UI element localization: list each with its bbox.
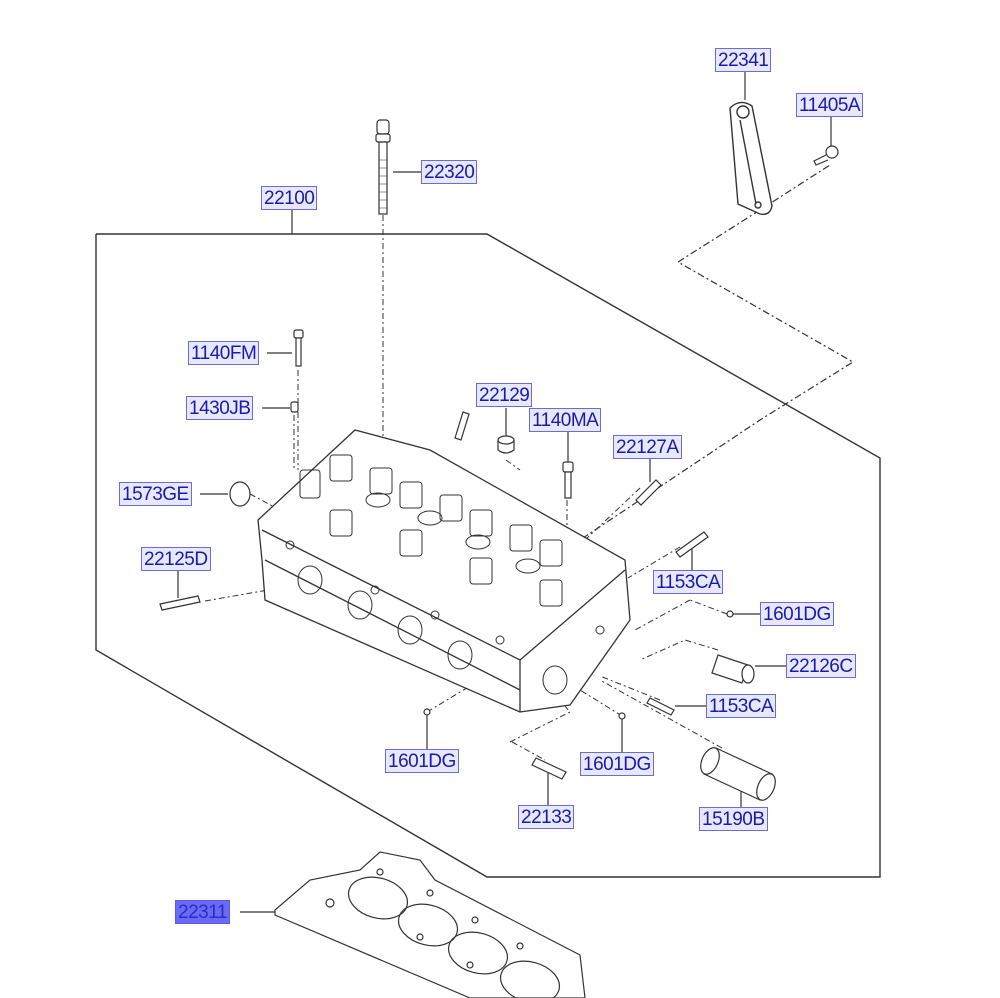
cylinder-head-part-22100 bbox=[257, 429, 631, 713]
callout-1601dg-b[interactable]: 1601DG bbox=[385, 749, 459, 773]
callout-11405a[interactable]: 11405A bbox=[796, 93, 864, 117]
pin-part-1601dg-a bbox=[726, 610, 734, 618]
callout-22126c[interactable]: 22126C bbox=[786, 654, 856, 678]
callout-22100[interactable]: 22100 bbox=[261, 186, 318, 210]
head-bolt-part-22320 bbox=[375, 119, 391, 215]
bolt-part-1140fm bbox=[293, 329, 304, 367]
callout-1573ge[interactable]: 1573GE bbox=[119, 482, 192, 506]
tappet-part-15190b bbox=[700, 747, 776, 801]
callout-22133[interactable]: 22133 bbox=[518, 805, 575, 829]
callout-1601dg-a[interactable]: 1601DG bbox=[760, 602, 834, 626]
plug-part-22129 bbox=[497, 435, 515, 454]
stud-part-1153ca-b bbox=[646, 697, 675, 716]
bracket-part-22341 bbox=[729, 101, 773, 216]
callout-22320[interactable]: 22320 bbox=[421, 160, 478, 184]
callout-22311-selected[interactable]: 22311 bbox=[175, 900, 230, 924]
callout-1153ca-b[interactable]: 1153CA bbox=[706, 694, 777, 718]
bracket-dashed-guide bbox=[579, 209, 855, 541]
assembly-guides bbox=[204, 215, 728, 761]
sleeve-part-22126c bbox=[711, 654, 755, 684]
stud-part-22127a bbox=[635, 479, 662, 506]
callout-15190b[interactable]: 15190B bbox=[699, 807, 768, 831]
stud-part-22125d bbox=[159, 595, 201, 611]
callout-22341[interactable]: 22341 bbox=[715, 48, 772, 72]
pin-part-1601dg-c bbox=[618, 712, 626, 720]
callout-1140fm[interactable]: 1140FM bbox=[188, 341, 260, 365]
head-gasket-part-22311 bbox=[274, 851, 586, 998]
callout-22129[interactable]: 22129 bbox=[476, 383, 533, 407]
pin-part-1601dg-b bbox=[423, 708, 431, 716]
bolt-part-11405a bbox=[813, 145, 839, 166]
plug-part-1573ge bbox=[229, 481, 251, 507]
callout-1430jb[interactable]: 1430JB bbox=[186, 396, 254, 420]
callout-1153ca-a[interactable]: 1153CA bbox=[653, 570, 724, 594]
dowel-part-22133 bbox=[531, 757, 567, 780]
callout-22127a[interactable]: 22127A bbox=[613, 435, 682, 459]
dowel-part bbox=[454, 411, 470, 441]
assembly-outline bbox=[95, 233, 881, 878]
bolt-part-1140ma bbox=[562, 461, 574, 499]
bolt-guide-11405a bbox=[759, 164, 831, 211]
callout-22125d[interactable]: 22125D bbox=[141, 547, 211, 571]
callout-1140ma[interactable]: 1140MA bbox=[529, 408, 602, 432]
pin-part-1430jb bbox=[290, 401, 299, 413]
callout-1601dg-c[interactable]: 1601DG bbox=[580, 752, 654, 776]
stud-part-1153ca-a bbox=[675, 531, 709, 558]
